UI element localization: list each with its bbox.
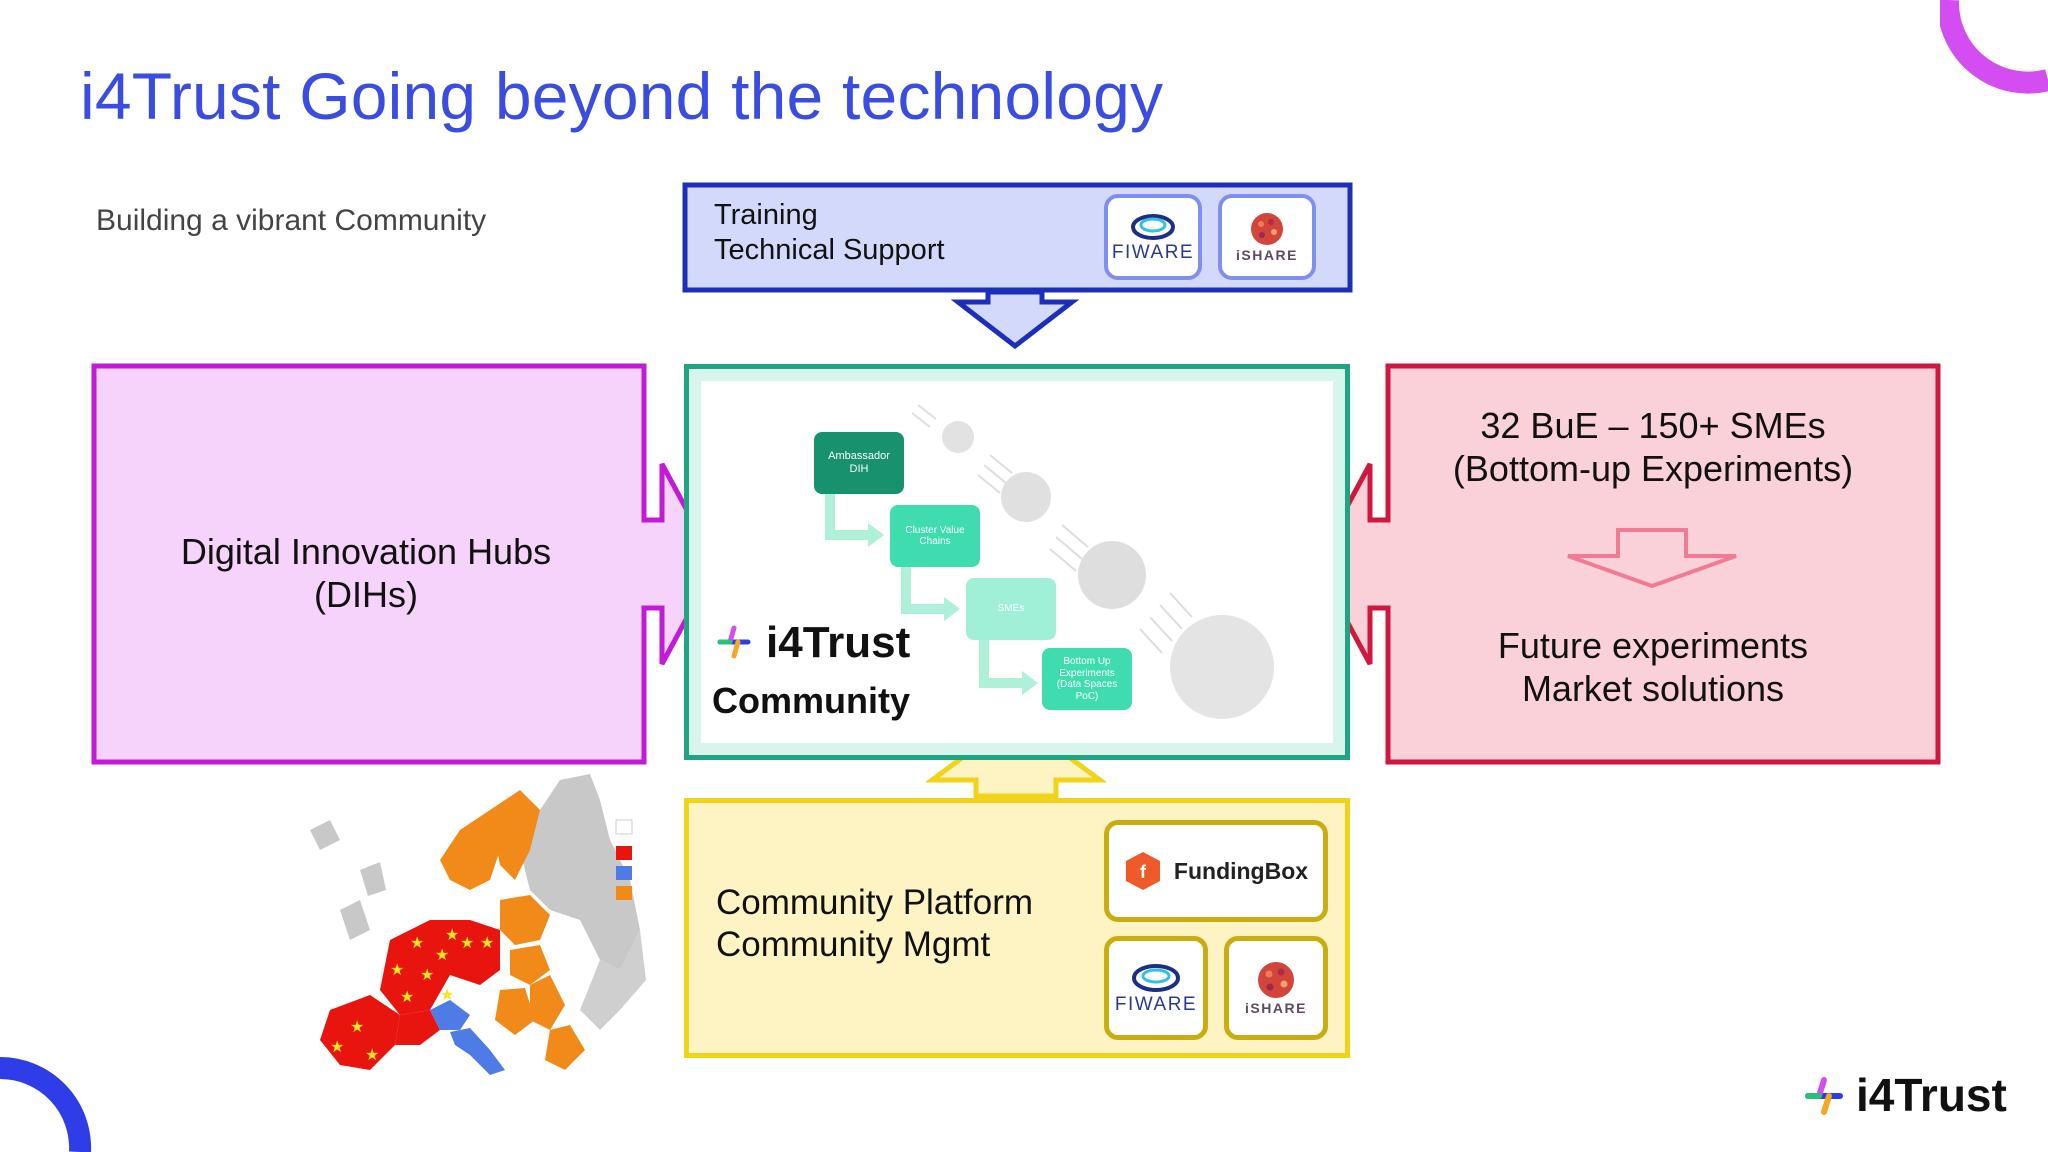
platform-ishare-logo-tile: iSHARE — [1224, 936, 1328, 1040]
fundingbox-logo-tile: f FundingBox — [1104, 820, 1328, 922]
down-arrow-icon — [950, 290, 1080, 350]
ishare-logo-tile: iSHARE — [1218, 194, 1316, 280]
svg-text:★: ★ — [445, 925, 459, 944]
step-ambassador-dih: Ambassador DIH — [814, 432, 904, 494]
footer-i4trust-logo-icon — [1805, 1077, 1843, 1115]
svg-text:★: ★ — [460, 933, 474, 952]
dih-line1: Digital Innovation Hubs — [180, 531, 552, 572]
ishare-logo-icon — [1251, 213, 1283, 245]
experiments-line3: Future experiments — [1497, 625, 1809, 666]
experiments-line4: Market solutions — [1521, 668, 1785, 710]
svg-text:★: ★ — [350, 1017, 364, 1036]
community-label: Community — [712, 680, 910, 721]
platform-fiware-logo-text: FIWARE — [1114, 994, 1198, 1015]
training-label: Training — [714, 199, 818, 231]
fiware-logo-icon — [1131, 214, 1175, 240]
corner-arc-bottom-left-icon — [0, 1056, 92, 1152]
europe-map-icon: ★★★ ★★★ ★★★ ★★★ — [310, 774, 646, 1075]
corner-arc-top-right-icon — [1940, 0, 2048, 94]
svg-text:★: ★ — [435, 945, 449, 964]
platform-ishare-logo-icon — [1258, 962, 1294, 998]
community-flow-diagram — [825, 404, 1274, 719]
platform-fiware-logo-icon — [1132, 964, 1180, 992]
platform-ishare-logo-text: iSHARE — [1245, 1000, 1307, 1016]
step-bottom-up-experiments: Bottom Up Experiments (Data Spaces PoC) — [1042, 648, 1132, 710]
svg-text:★: ★ — [330, 1037, 344, 1056]
ball-icon-4 — [1139, 592, 1274, 719]
svg-text:★: ★ — [365, 1045, 379, 1064]
svg-text:★: ★ — [440, 985, 454, 1004]
svg-text:f: f — [1140, 862, 1147, 882]
ball-icon-1 — [911, 404, 974, 453]
technical-support-label: Technical Support — [714, 233, 945, 266]
fundingbox-logo-text: FundingBox — [1173, 857, 1309, 884]
svg-text:★: ★ — [390, 960, 404, 979]
fiware-logo-text: FIWARE — [1111, 242, 1195, 263]
svg-text:★: ★ — [420, 965, 434, 984]
dih-line2: (DIHs) — [314, 574, 418, 616]
platform-line2: Community Mgmt — [716, 925, 991, 964]
footer-brand: i4Trust — [1856, 1069, 2007, 1121]
platform-fiware-logo-tile: FIWARE — [1104, 936, 1208, 1040]
experiments-top-text: 32 BuE – 150+ SMEs (Bottom-up Experiment… — [1388, 404, 1918, 490]
community-brand: i4Trust — [766, 618, 911, 667]
dih-text: Digital Innovation Hubs (DIHs) — [96, 530, 636, 616]
platform-line1: Community Platform — [716, 883, 1034, 922]
svg-text:★: ★ — [400, 987, 414, 1006]
fundingbox-logo-icon: f — [1125, 852, 1160, 890]
page-title: i4Trust Going beyond the technology — [80, 59, 1164, 133]
ishare-logo-text: iSHARE — [1236, 247, 1298, 263]
experiments-line2: (Bottom-up Experiments) — [1452, 448, 1854, 490]
ball-icon-2 — [977, 454, 1051, 522]
svg-text:★: ★ — [480, 933, 494, 952]
platform-text: Community Platform Community Mgmt — [716, 882, 1033, 966]
training-text: Training Technical Support — [714, 198, 945, 268]
experiments-down-arrow-icon — [1567, 528, 1737, 589]
experiments-bottom-text: Future experiments Market solutions — [1388, 624, 1918, 710]
i4trust-logo-icon — [717, 625, 751, 659]
step-smes: SMEs — [966, 578, 1056, 640]
step-cluster-value-chains: Cluster Value Chains — [890, 505, 980, 567]
ball-icon-3 — [1049, 524, 1146, 609]
svg-text:★: ★ — [410, 933, 424, 952]
experiments-line1: 32 BuE – 150+ SMEs — [1480, 405, 1826, 446]
fiware-logo-tile: FIWARE — [1104, 194, 1202, 280]
page-subtitle: Building a vibrant Community — [96, 204, 487, 237]
